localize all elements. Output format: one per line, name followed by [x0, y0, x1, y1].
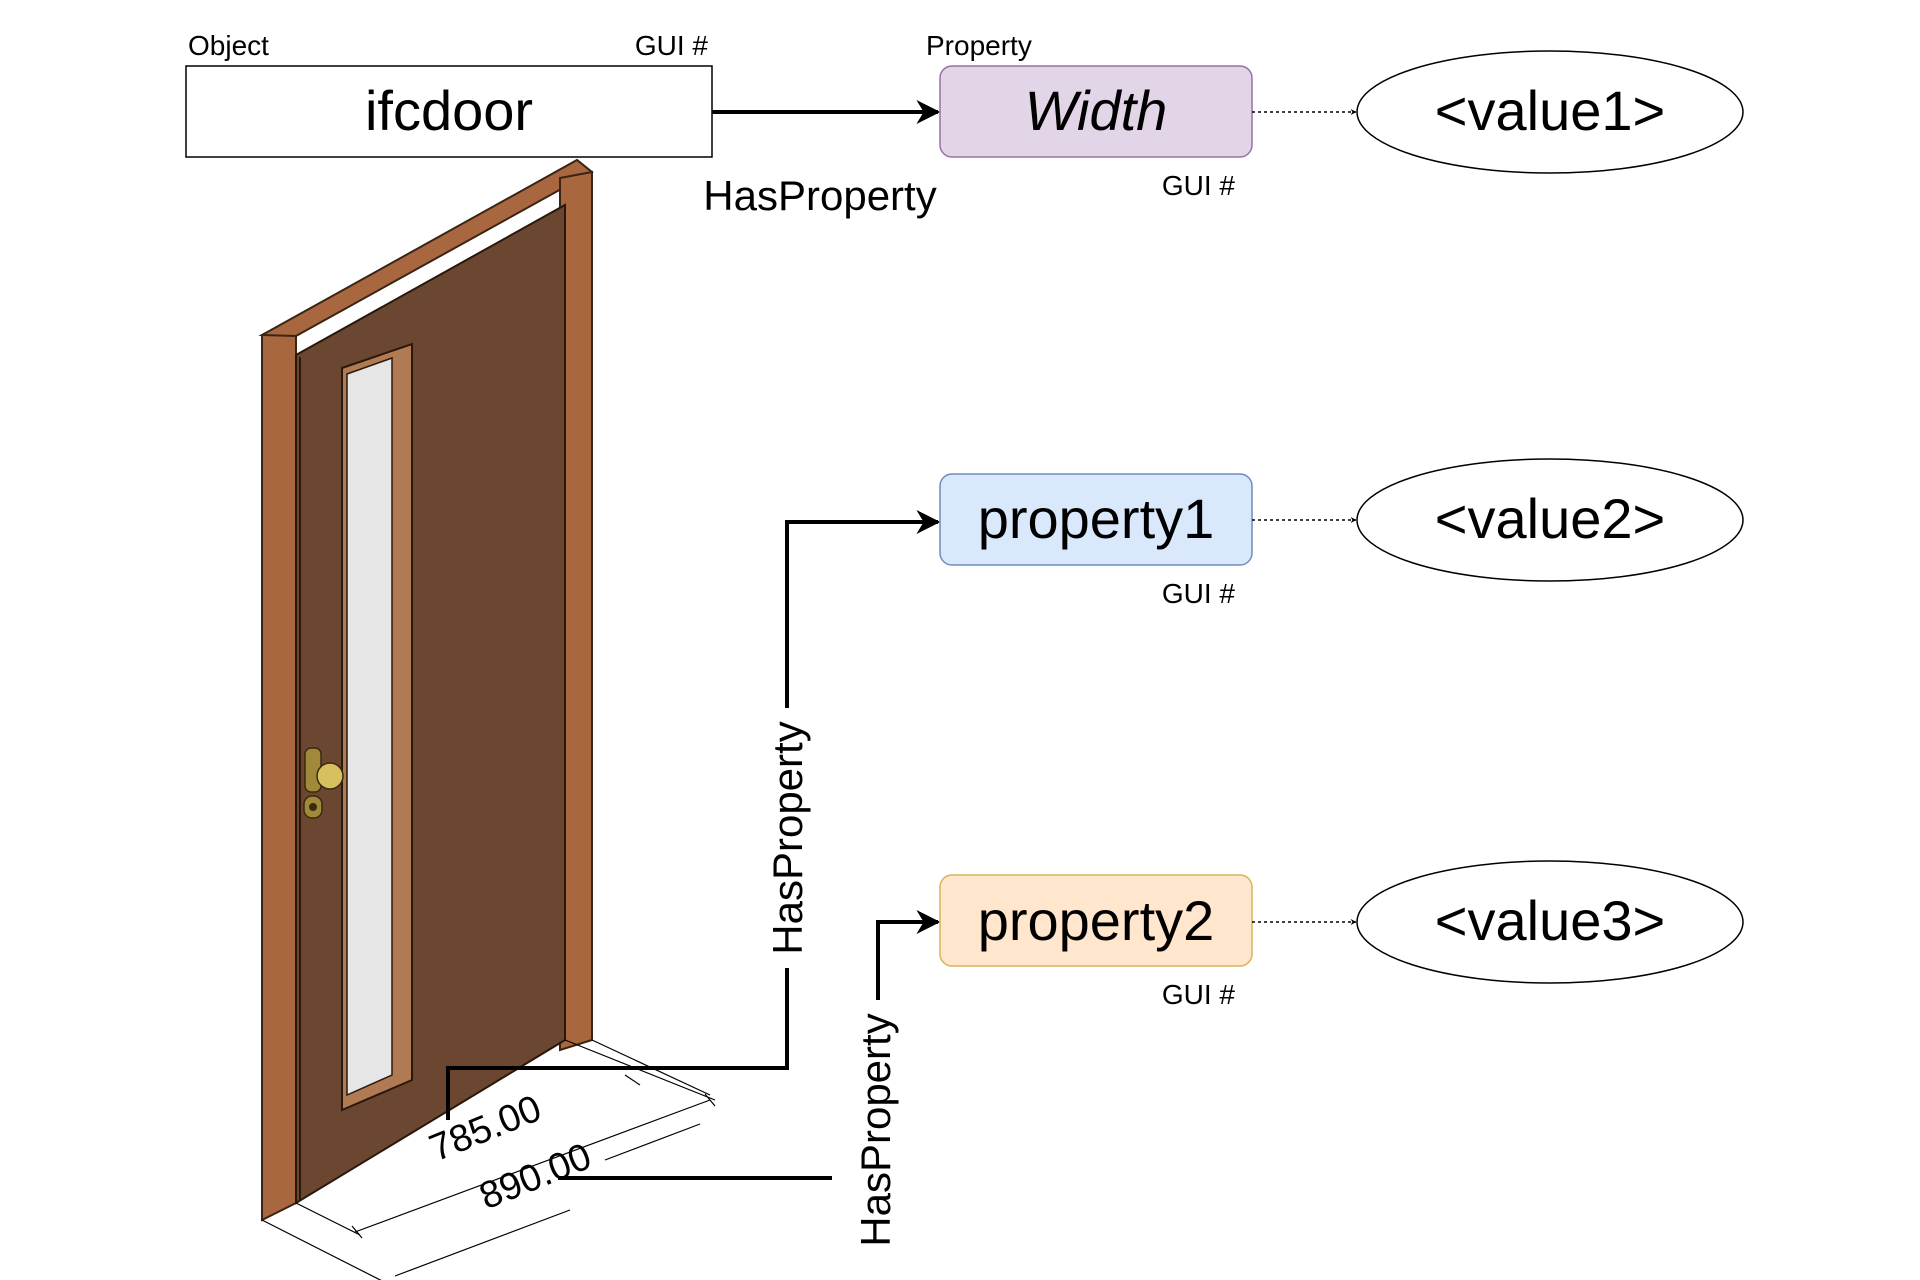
- object-gui-label: GUI #: [635, 30, 709, 61]
- has-property-edges: HasProperty HasProperty HasProperty: [446, 100, 941, 1262]
- value-node-2[interactable]: <value2>: [1356, 458, 1744, 582]
- relation-label-property1: HasProperty: [764, 721, 811, 954]
- value-ellipse-3[interactable]: [1356, 860, 1744, 984]
- door-frame-left: [261, 316, 297, 1222]
- value-node-3[interactable]: <value3>: [1356, 860, 1744, 984]
- property-gui-label-property1: GUI #: [1162, 578, 1236, 609]
- property-node-property2[interactable]: property2 GUI #: [939, 874, 1253, 1010]
- value-edges: [1252, 109, 1357, 925]
- property-gui-label-width: GUI #: [1162, 170, 1236, 201]
- property-gui-label-property2: GUI #: [1162, 979, 1236, 1010]
- relation-label-width: HasProperty: [703, 172, 936, 219]
- edge-door-property2-arrow: [876, 910, 941, 1012]
- value-label-1: <value1>: [1435, 79, 1665, 142]
- dimension-lines: [261, 1039, 716, 1280]
- object-name: ifcdoor: [365, 79, 533, 142]
- door-illustration: 785.00 890.00: [258, 158, 716, 1280]
- door-handle-knob: [316, 762, 344, 790]
- property-label-property2: property2: [978, 889, 1215, 952]
- property-node-width[interactable]: Width GUI #: [939, 65, 1253, 201]
- object-node[interactable]: Object GUI # ifcdoor: [185, 30, 713, 158]
- value-ellipse-2[interactable]: [1356, 458, 1744, 582]
- value-node-1[interactable]: <value1>: [1356, 50, 1744, 174]
- value-ellipse-1[interactable]: [1356, 50, 1744, 174]
- value-label-2: <value2>: [1435, 487, 1665, 550]
- relation-label-property2: HasProperty: [852, 1013, 899, 1246]
- property-box-property2[interactable]: [939, 874, 1253, 967]
- door-glass-pane: [346, 356, 393, 1097]
- property-caption: Property: [926, 30, 1032, 61]
- edge-door-property1: [446, 510, 941, 1120]
- property-label-width: Width: [1025, 79, 1168, 142]
- object-box[interactable]: [185, 65, 713, 158]
- property-label-property1: property1: [978, 487, 1215, 550]
- object-caption: Object: [188, 30, 269, 61]
- value-label-3: <value3>: [1435, 889, 1665, 952]
- property-node-property1[interactable]: property1 GUI #: [939, 473, 1253, 609]
- door-leaf: [295, 203, 566, 1205]
